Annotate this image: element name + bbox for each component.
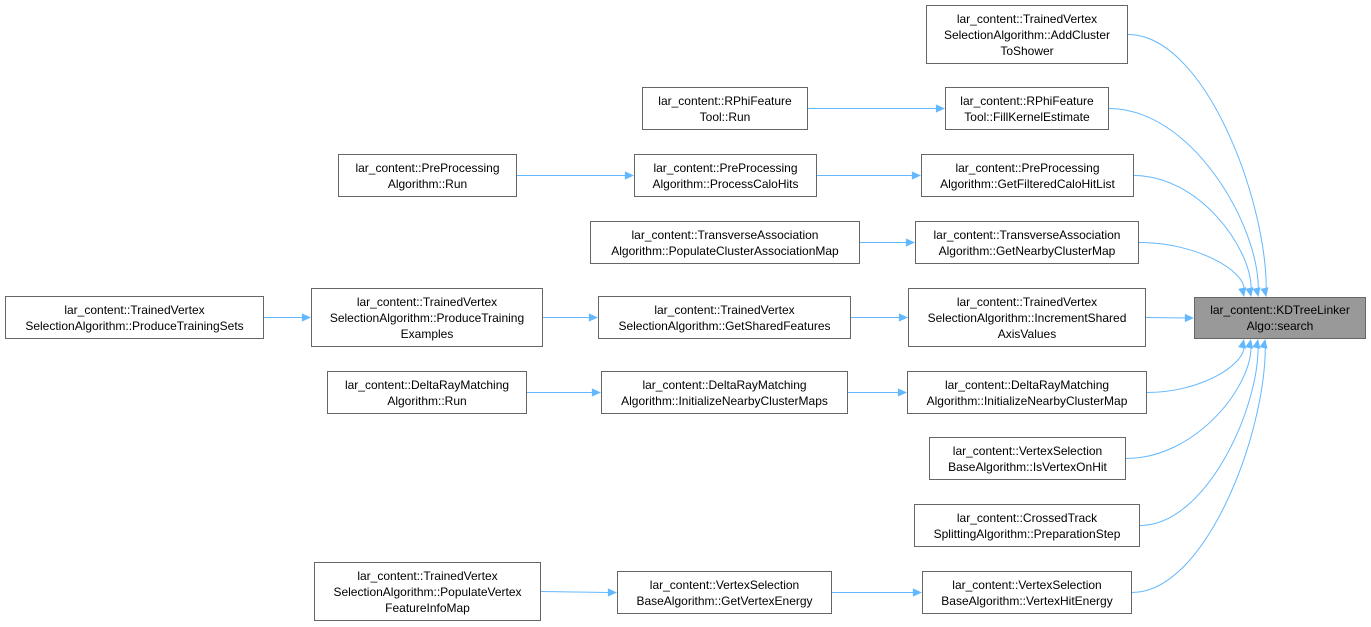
node-label: BaseAlgorithm::VertexHitEnergy <box>941 593 1113 608</box>
edge-arrowhead <box>1259 339 1268 349</box>
node-preprocessing-run[interactable]: lar_content::PreProcessing Algorithm::Ru… <box>338 154 517 197</box>
edge-arrowhead <box>1245 339 1254 349</box>
edge-arrowhead <box>1252 287 1261 297</box>
node-add-cluster-to-shower[interactable]: lar_content::TrainedVertex SelectionAlgo… <box>926 5 1128 64</box>
edge-arrowhead <box>588 313 598 322</box>
edge-arrowhead <box>624 171 634 180</box>
edge-arrowhead <box>912 588 922 597</box>
edge-vhitenergy-to-root <box>1131 346 1266 593</box>
node-label: SelectionAlgorithm::ProduceTrainingSets <box>25 318 244 333</box>
edge-arrowhead <box>935 104 945 113</box>
node-label: lar_content::TrainedVertex <box>64 302 205 317</box>
node-label: Algorithm::InitializeNearbyClusterMap <box>926 393 1128 408</box>
node-label: Algorithm::GetNearbyClusterMap <box>938 243 1116 258</box>
node-label: Algo::search <box>1246 319 1314 333</box>
edge-arrowhead <box>301 313 311 322</box>
node-rphi-feature-run[interactable]: lar_content::RPhiFeature Tool::Run <box>642 87 808 130</box>
node-is-vertex-on-hit[interactable]: lar_content::VertexSelection BaseAlgorit… <box>929 437 1126 480</box>
edge-isvertex-to-root <box>1125 346 1252 459</box>
node-label: lar_content::TransverseAssociation <box>631 227 819 242</box>
node-label: lar_content::VertexSelection <box>952 577 1102 592</box>
edge-arrowhead <box>607 588 617 597</box>
edge-arrowhead <box>1184 313 1194 323</box>
node-get-shared-features[interactable]: lar_content::TrainedVertex SelectionAlgo… <box>598 296 851 339</box>
node-label: lar_content::TrainedVertex <box>956 294 1098 309</box>
edge-dr_init2-to-root <box>1146 346 1245 393</box>
node-label: Tool::Run <box>699 109 751 124</box>
node-label: BaseAlgorithm::IsVertexOnHit <box>948 459 1107 474</box>
node-label: lar_content::CrossedTrack <box>956 510 1098 525</box>
node-label: SelectionAlgorithm::ProduceTraining <box>329 310 525 325</box>
node-populate-vertex-feature-info-map[interactable]: lar_content::TrainedVertex SelectionAlgo… <box>314 562 541 621</box>
node-label: lar_content::PreProcessing <box>355 160 500 175</box>
node-label: FeatureInfoMap <box>385 600 470 615</box>
node-label: lar_content::PreProcessing <box>955 160 1100 175</box>
node-label: SelectionAlgorithm::AddCluster <box>943 27 1111 42</box>
node-label: lar_content::PreProcessing <box>653 160 798 175</box>
edge-incshared-to-root <box>1145 317 1187 319</box>
node-label: lar_content::VertexSelection <box>649 577 800 592</box>
edge-arrowhead <box>1252 339 1261 349</box>
node-produce-training-examples[interactable]: lar_content::TrainedVertex SelectionAlgo… <box>311 288 543 347</box>
node-get-nearby-cluster-map[interactable]: lar_content::TransverseAssociation Algor… <box>915 221 1139 264</box>
node-vertex-hit-energy[interactable]: lar_content::VertexSelection BaseAlgorit… <box>922 571 1132 614</box>
node-label: SelectionAlgorithm::IncrementShared <box>927 310 1127 325</box>
node-initialize-nearby-cluster-maps[interactable]: lar_content::DeltaRayMatching Algorithm:… <box>601 371 848 414</box>
node-label: Algorithm::InitializeNearbyClusterMaps <box>621 393 828 408</box>
node-get-vertex-energy[interactable]: lar_content::VertexSelection BaseAlgorit… <box>617 571 832 614</box>
node-label: Examples <box>400 326 454 341</box>
edge-arrowhead <box>1238 287 1247 297</box>
node-increment-shared-axis-values[interactable]: lar_content::TrainedVertex SelectionAlgo… <box>908 288 1146 347</box>
node-label: BaseAlgorithm::GetVertexEnergy <box>636 593 813 608</box>
edge-arrowhead <box>905 238 915 247</box>
node-label: Algorithm::Run <box>387 393 467 408</box>
node-label: Algorithm::ProcessCaloHits <box>652 176 799 191</box>
edge-fillkernel-to-root <box>1108 108 1259 290</box>
node-populate-cluster-association-map[interactable]: lar_content::TransverseAssociation Algor… <box>590 221 860 264</box>
node-label: lar_content::DeltaRayMatching <box>344 377 510 392</box>
node-label: ToShower <box>1000 43 1054 58</box>
node-initialize-nearby-cluster-map[interactable]: lar_content::DeltaRayMatching Algorithm:… <box>907 371 1147 414</box>
node-label: lar_content::TransverseAssociation <box>933 227 1121 242</box>
node-delta-ray-matching-run[interactable]: lar_content::DeltaRayMatching Algorithm:… <box>327 371 527 414</box>
node-label: lar_content::RPhiFeature <box>960 93 1094 108</box>
node-get-filtered-calo-hit-list[interactable]: lar_content::PreProcessing Algorithm::Ge… <box>921 154 1134 197</box>
node-label: SplittingAlgorithm::PreparationStep <box>933 526 1121 541</box>
node-label: AxisValues <box>997 326 1057 341</box>
node-label: SelectionAlgorithm::PopulateVertex <box>333 584 522 599</box>
node-label: lar_content::DeltaRayMatching <box>642 377 807 392</box>
node-label: Algorithm::Run <box>387 176 468 191</box>
node-label: Algorithm::PopulateClusterAssociationMap <box>611 243 839 258</box>
edge-getnearby-to-root <box>1138 242 1245 290</box>
node-label: lar_content::RPhiFeature <box>658 93 792 108</box>
edge-crossed-to-root <box>1139 346 1259 526</box>
node-process-calo-hits[interactable]: lar_content::PreProcessing Algorithm::Pr… <box>634 154 817 197</box>
node-produce-training-sets[interactable]: lar_content::TrainedVertex SelectionAlgo… <box>5 296 264 339</box>
edge-arrowhead <box>591 388 601 397</box>
edge-arrowhead <box>1260 287 1269 297</box>
node-label: lar_content::TrainedVertex <box>654 302 795 317</box>
node-label: Algorithm::GetFilteredCaloHitList <box>940 176 1115 191</box>
edge-arrowhead <box>1245 287 1254 297</box>
edge-getfiltered-to-root <box>1133 175 1252 290</box>
edge-arrowhead <box>911 171 921 180</box>
node-label: lar_content::DeltaRayMatching <box>944 377 1110 392</box>
node-label: lar_content::KDTreeLinker <box>1210 303 1350 317</box>
node-label: SelectionAlgorithm::GetSharedFeatures <box>618 318 831 333</box>
node-preparation-step[interactable]: lar_content::CrossedTrack SplittingAlgor… <box>914 504 1140 547</box>
node-label: Tool::FillKernelEstimate <box>964 109 1090 124</box>
edge-arrowhead <box>898 313 908 322</box>
edge-addcluster-to-root <box>1127 34 1267 290</box>
edge-arrowhead <box>897 388 907 397</box>
edge-populatevertex-to-getvenergy <box>540 591 610 593</box>
node-label: lar_content::VertexSelection <box>952 443 1103 458</box>
node-kdtreelinker-search[interactable]: lar_content::KDTreeLinker Algo::search <box>1194 297 1366 339</box>
node-label: lar_content::TrainedVertex <box>357 568 498 583</box>
edge-arrowhead <box>1238 339 1247 349</box>
node-label: lar_content::TrainedVertex <box>356 294 498 309</box>
node-label: lar_content::TrainedVertex <box>956 11 1098 26</box>
node-fill-kernel-estimate[interactable]: lar_content::RPhiFeature Tool::FillKerne… <box>945 87 1109 130</box>
